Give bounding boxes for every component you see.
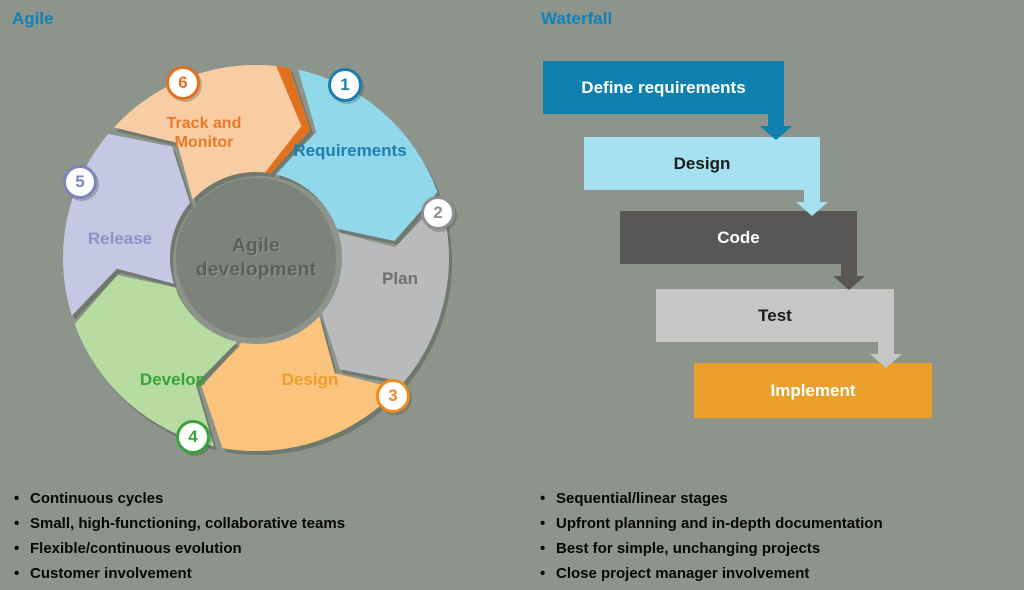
step-badge-5: 5	[63, 165, 97, 199]
waterfall-step-label: Define requirements	[581, 77, 746, 97]
cycle-segment-develop	[74, 275, 238, 447]
waterfall-step-test: Test	[656, 289, 902, 368]
waterfall-bullet-list: Sequential/linear stages Upfront plannin…	[538, 486, 883, 586]
waterfall-step-label: Test	[758, 305, 792, 325]
step-badge-3: 3	[376, 379, 410, 413]
agile-bullet-item: Small, high-functioning, collaborative t…	[12, 511, 345, 536]
agile-cycle-svg	[62, 64, 450, 452]
agile-bullet-item: Continuous cycles	[12, 486, 345, 511]
cycle-segment-plan	[321, 200, 450, 383]
agile-bullet-item: Customer involvement	[12, 561, 345, 586]
waterfall-step-label: Design	[673, 153, 731, 173]
agile-bullet-list: Continuous cycles Small, high-functionin…	[12, 486, 345, 586]
step-badge-4: 4	[176, 420, 210, 454]
step-badge-1: 1	[328, 68, 362, 102]
waterfall-bullet-item: Sequential/linear stages	[538, 486, 883, 511]
down-arrow-icon	[796, 189, 828, 216]
waterfall-step-design: Design	[584, 137, 828, 216]
cycle-segment-design	[201, 316, 399, 452]
step-badge-2: 2	[421, 196, 455, 230]
agile-center-circle	[176, 178, 336, 338]
waterfall-step-label: Implement	[770, 380, 856, 400]
step-badge-6: 6	[166, 66, 200, 100]
agile-title: Agile	[12, 9, 54, 28]
waterfall-step-define-requirements: Define requirements	[543, 61, 792, 140]
cycle-segment-requirements	[274, 69, 438, 241]
waterfall-bullet-item: Upfront planning and in-depth documentat…	[538, 511, 883, 536]
agile-cycle-diagram: Requirements Plan Design Develop Release…	[46, 48, 466, 468]
waterfall-step-implement: Implement	[694, 363, 932, 418]
waterfall-step-label: Code	[717, 227, 760, 247]
waterfall-bullet-item: Best for simple, unchanging projects	[538, 536, 883, 561]
waterfall-step-code: Code	[620, 211, 865, 290]
cycle-segment-track-and-monitor	[113, 64, 311, 200]
waterfall-title: Waterfall	[541, 9, 613, 28]
agile-center-label: Agile development	[195, 235, 317, 280]
agile-bullet-item: Flexible/continuous evolution	[12, 536, 345, 561]
down-arrow-icon	[870, 341, 902, 368]
down-arrow-icon	[833, 263, 865, 290]
down-arrow-icon	[760, 113, 792, 140]
waterfall-bullet-item: Close project manager involvement	[538, 561, 883, 586]
track-monitor-edge-band	[265, 66, 311, 174]
